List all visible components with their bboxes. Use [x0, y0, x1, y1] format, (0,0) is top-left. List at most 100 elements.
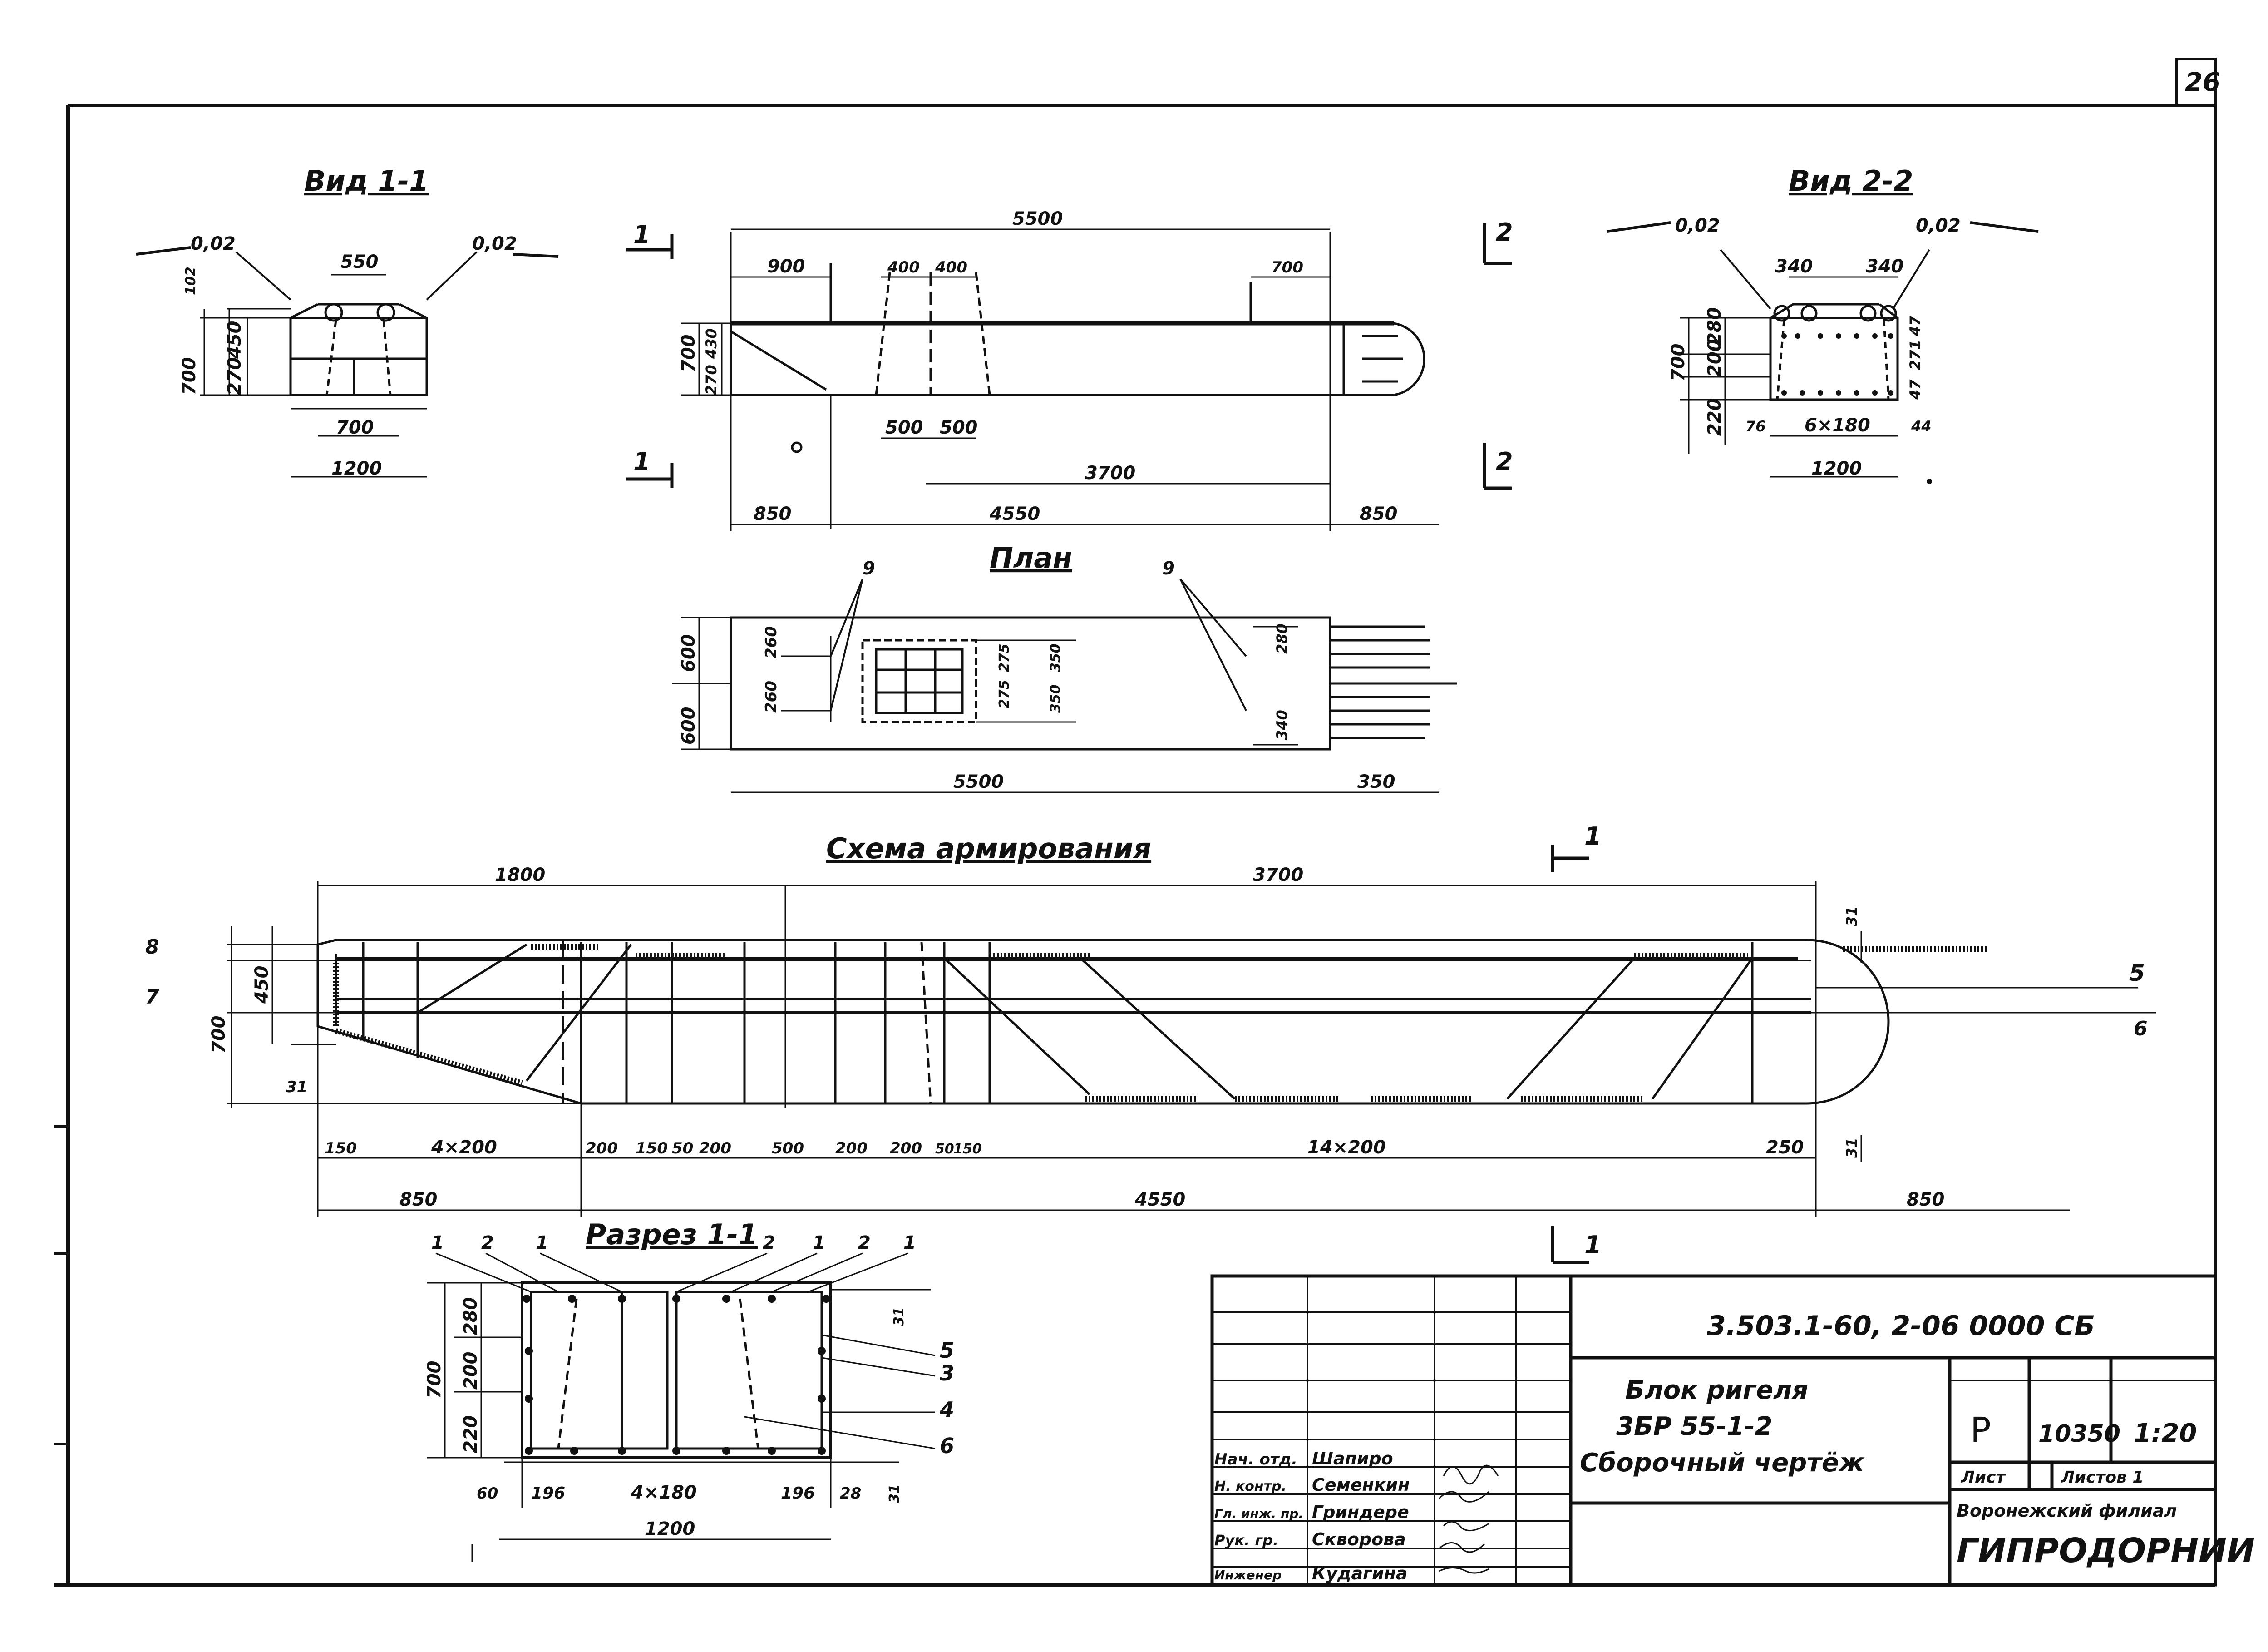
doc-name-line2: 3БР 55-1-2 [1616, 1412, 1773, 1441]
reinforcement-pos-5: 5 [2129, 960, 2145, 986]
reinforcement-section-bottom: 1 [1584, 1231, 1602, 1259]
section11-pos-6: 6 [940, 1434, 954, 1458]
reinforcement-b14x200: 14×200 [1307, 1137, 1386, 1158]
plan-275b: 275 [996, 680, 1012, 708]
reinforcement-b50: 50 [672, 1139, 693, 1157]
view11-top-width: 550 [340, 252, 379, 272]
reinforcement-section-top: 1 [1584, 822, 1602, 851]
reinforcement-scheme: Схема армирования [145, 822, 2156, 1264]
view11-slope-right: 0,02 [472, 233, 517, 254]
section11-b60: 60 [477, 1484, 498, 1503]
section11-title: Разрез 1-1 [586, 1218, 758, 1251]
reinforcement-pos-6: 6 [2134, 1017, 2148, 1040]
view-1-1: Вид 1-1 0,02 0 [136, 164, 559, 479]
reinforcement-pos-7: 7 [145, 985, 159, 1009]
doc-mass: 10350 [2038, 1420, 2120, 1448]
elevation-400b: 400 [935, 258, 967, 277]
reinforcement-b150c: 150 [953, 1141, 982, 1157]
view11-h-top: 102 [183, 267, 199, 295]
reinforcement-b200a: 200 [586, 1139, 618, 1157]
sheet-frame [54, 58, 2217, 1587]
section11-callout-5: 1 [813, 1232, 825, 1253]
doc-sheet-label: Лист [1961, 1468, 2006, 1487]
sig-name-2: Семенкин [1312, 1475, 1410, 1495]
view22-bottom-spacing: 6×180 [1805, 415, 1870, 436]
section11-b4x180: 4×180 [631, 1482, 697, 1503]
sig-name-3: Гриндере [1312, 1502, 1409, 1522]
signature-marks [1438, 1464, 1499, 1574]
reinforcement-c31-right-bottom: 31 [1843, 1138, 1860, 1158]
elevation-left-900: 900 [767, 256, 805, 277]
elevation-section-2-bottom: 2 [1496, 447, 1513, 476]
sig-role-2: Н. контр. [1214, 1479, 1287, 1494]
view22-h-mid: 200 [1704, 339, 1725, 377]
elevation-height: 700 [678, 335, 699, 373]
plan-view: План [672, 541, 1457, 793]
elevation-500a: 500 [885, 417, 923, 438]
sig-name-5: Кудагина [1312, 1563, 1408, 1583]
section11-height: 700 [424, 1361, 445, 1399]
section11-pos-5: 5 [940, 1338, 954, 1363]
reinforcement-b250: 250 [1766, 1137, 1804, 1158]
section-1-1: Разрез 1-1 [424, 1218, 954, 1562]
plan-w600-top: 600 [678, 634, 699, 673]
view22-h-bottom: 220 [1704, 398, 1725, 436]
view22-top-right: 340 [1866, 256, 1904, 277]
section11-h200: 200 [460, 1352, 481, 1390]
section11-pos-4: 4 [939, 1397, 954, 1422]
reinforcement-c31-left: 31 [286, 1078, 307, 1096]
plan-260a: 260 [762, 626, 780, 658]
reinforcement-b200b: 200 [699, 1139, 731, 1157]
org-line1: Воронежский филиал [1957, 1501, 2177, 1521]
view22-right-47-top: 47 [1907, 316, 1924, 336]
view22-top-left: 340 [1775, 256, 1813, 277]
reinforcement-b150b: 150 [636, 1139, 668, 1157]
elevation-400a: 400 [887, 258, 920, 277]
plan-length: 5500 [953, 772, 1004, 792]
plan-340: 340 [1273, 710, 1291, 740]
view11-slope-left: 0,02 [191, 233, 236, 254]
reinforcement-3700: 3700 [1253, 865, 1303, 885]
reinforcement-b150: 150 [325, 1139, 357, 1157]
doc-name-line3: Сборочный чертёж [1580, 1448, 1865, 1478]
reinforcement-b500: 500 [772, 1139, 804, 1157]
reinforcement-pos-8: 8 [145, 935, 159, 959]
plan-title: План [990, 541, 1072, 574]
view22-h-top: 280 [1704, 307, 1725, 346]
section11-h220: 220 [460, 1415, 481, 1454]
section11-pos-3: 3 [940, 1361, 954, 1385]
section11-b196a: 196 [531, 1484, 565, 1503]
doc-stage: Р [1970, 1410, 1991, 1450]
elevation-section-2-top: 2 [1496, 218, 1513, 247]
view22-slope-left: 0,02 [1675, 215, 1720, 236]
view22-right-271: 271 [1907, 340, 1924, 370]
plan-260b: 260 [762, 681, 780, 713]
elevation-length: 5500 [1012, 208, 1063, 229]
sig-name-1: Шапиро [1312, 1449, 1393, 1469]
view11-inner-width: 700 [336, 417, 374, 438]
elevation-view: 1 1 2 2 5500 900 400 400 700 700 270 430… [626, 208, 1513, 531]
elevation-850-left: 850 [754, 504, 792, 524]
sig-role-5: Инженер [1214, 1568, 1282, 1583]
section11-c31: 31 [891, 1307, 907, 1326]
reinforcement-b4x200: 4×200 [431, 1137, 497, 1158]
view22-bottom-76: 76 [1745, 418, 1766, 435]
reinforcement-title: Схема армирования [826, 832, 1151, 865]
page-number: 26 [2185, 68, 2220, 97]
view22-width: 1200 [1811, 458, 1862, 479]
section11-callout-6: 2 [858, 1232, 871, 1253]
view22-slope-right: 0,02 [1916, 215, 1961, 236]
reinforcement-b200c: 200 [835, 1139, 868, 1157]
view11-title: Вид 1-1 [304, 164, 429, 198]
view22-bottom-44: 44 [1911, 418, 1932, 435]
sig-role-4: Рук. гр. [1214, 1532, 1278, 1549]
title-block: 3.503.1-60, 2-06 0000 СБ Блок ригеля 3БР… [1210, 1274, 2255, 1587]
elevation-h270: 270 [703, 365, 720, 395]
section11-b196b: 196 [781, 1484, 815, 1503]
view11-width: 1200 [331, 458, 382, 479]
plan-350b: 350 [1048, 684, 1064, 713]
section11-callout-7: 1 [903, 1232, 916, 1253]
plan-callout-left: 9 [863, 558, 875, 579]
reinforcement-c31-right-top: 31 [1843, 906, 1860, 926]
